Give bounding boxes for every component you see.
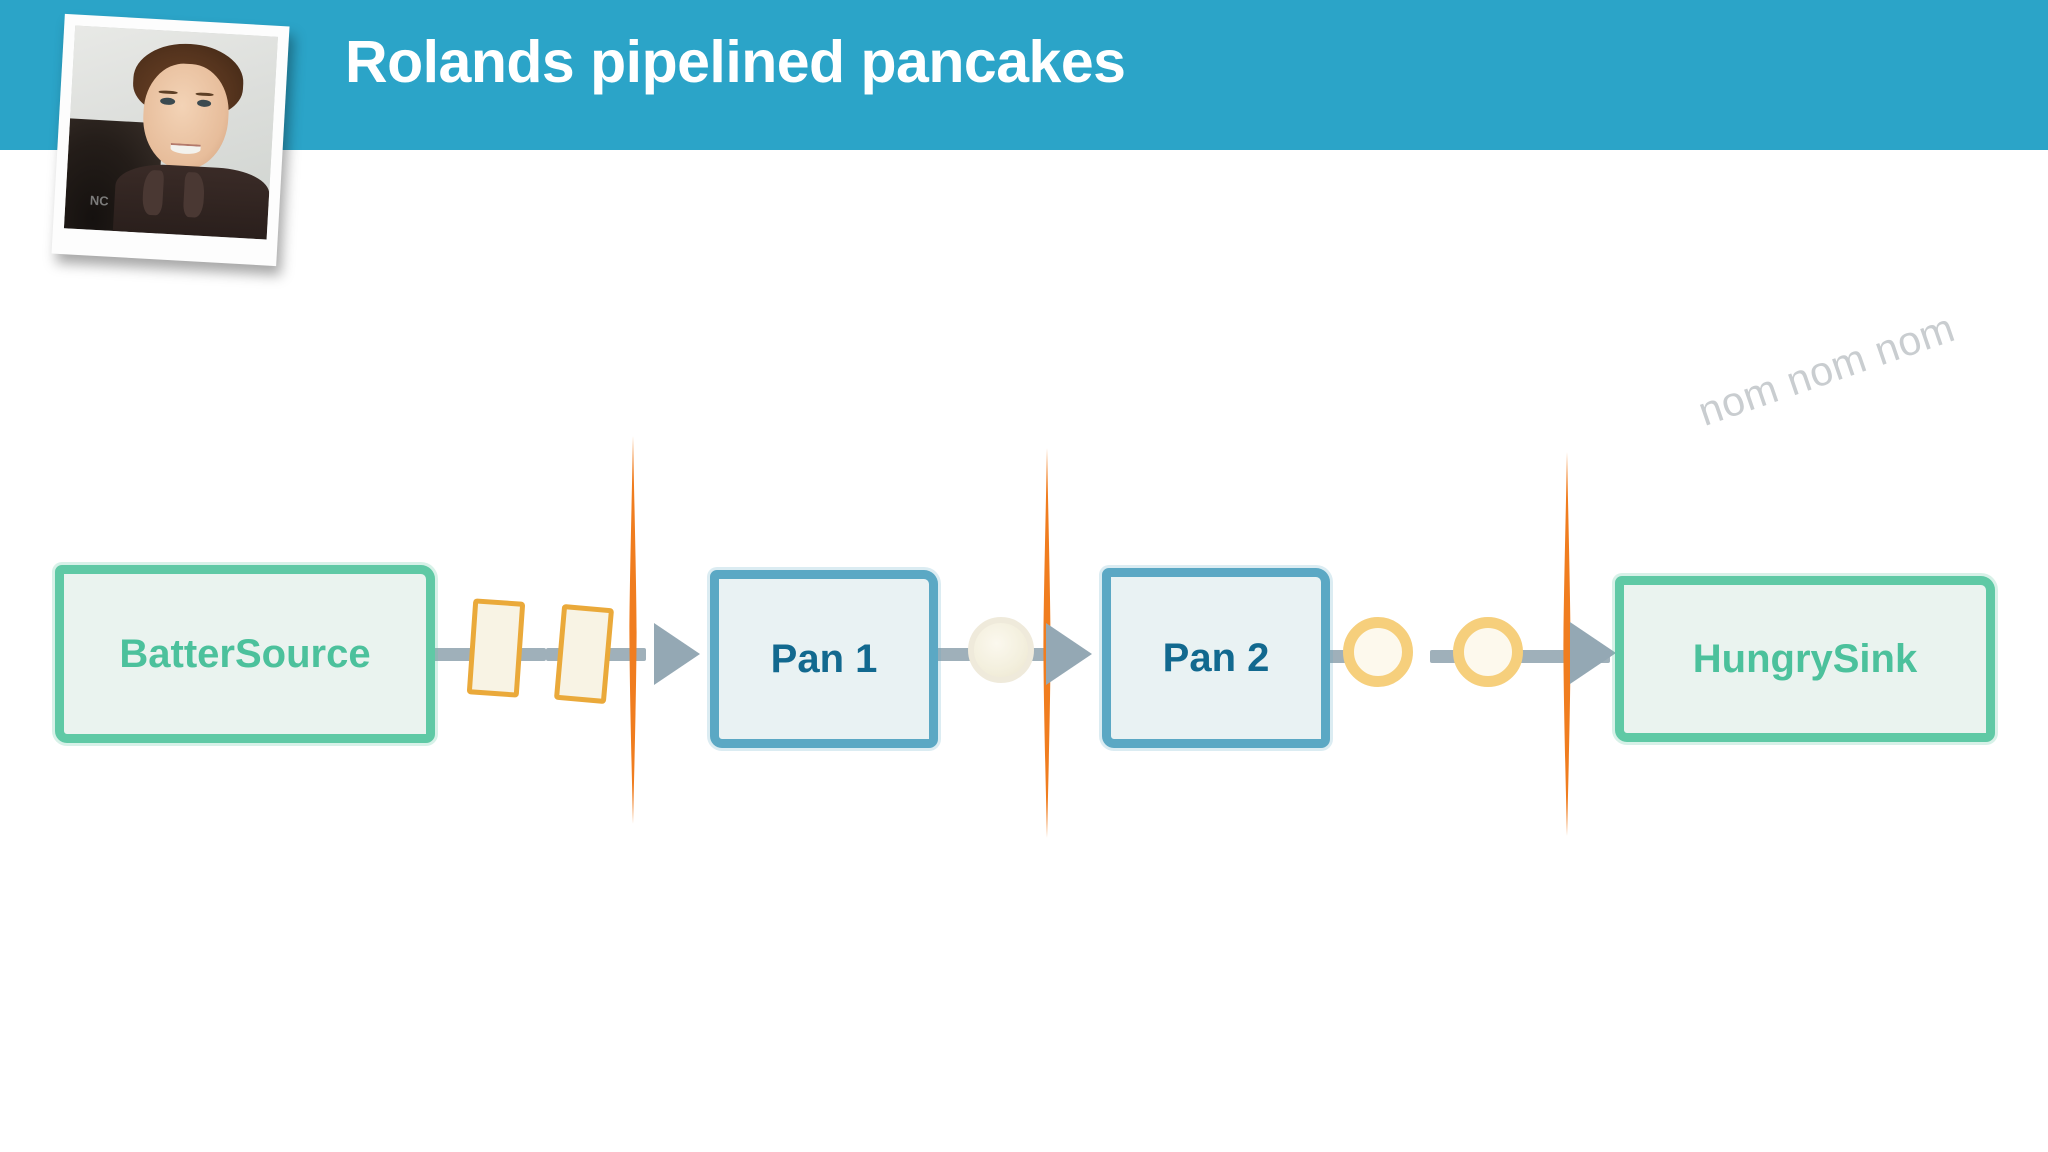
photo-hood-cord-left: [141, 169, 165, 216]
pipeline-node-pan-2[interactable]: Pan 2: [1102, 568, 1330, 748]
speaker-photo-polaroid-frame: NC: [51, 13, 290, 267]
pipeline-node-pan-1[interactable]: Pan 1: [710, 570, 938, 748]
batter-sheet-item: [466, 598, 526, 698]
pipeline-node-label: Pan 2: [1162, 635, 1270, 680]
pancake-cooked-item: [1343, 617, 1413, 687]
flow-arrow-icon: [1570, 622, 1616, 684]
page-title: Rolands pipelined pancakes: [345, 29, 1126, 95]
batter-sheet-item: [553, 603, 615, 705]
barrier-marker: [622, 436, 644, 824]
nom-annotation-text: nom nom nom: [1692, 304, 1961, 435]
pipeline-node-label: Pan 1: [770, 636, 878, 681]
pipeline-node-label: HungrySink: [1692, 636, 1918, 681]
pancake-raw-item: [968, 617, 1034, 683]
pancake-cooked-item: [1453, 617, 1523, 687]
pipeline-node-batter-source[interactable]: BatterSource: [55, 565, 435, 743]
flow-arrow-icon: [654, 623, 700, 685]
barrier-marker: [1556, 452, 1578, 836]
flow-arrow-icon: [1046, 623, 1092, 685]
photo-shirt-logo: NC: [89, 193, 110, 210]
pipeline-node-label: BatterSource: [119, 631, 371, 676]
photo-eye-left: [160, 97, 175, 106]
pipeline-node-hungry-sink[interactable]: HungrySink: [1615, 576, 1995, 742]
photo-eye-right: [196, 99, 212, 108]
slide-header-bar: [0, 0, 2048, 150]
avatar: NC: [63, 25, 278, 240]
